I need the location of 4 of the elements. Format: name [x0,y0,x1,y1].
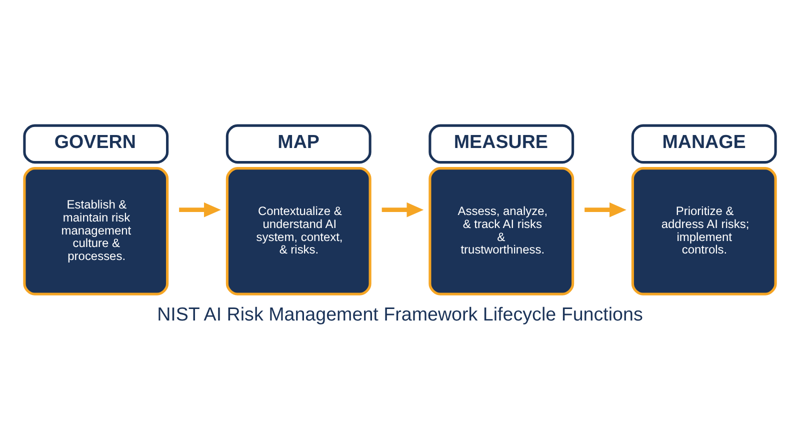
arrow [179,202,221,218]
arrow [382,202,424,218]
arrow [584,202,626,218]
caption: NIST AI Risk Management Framework Lifecycle Functions [157,304,643,325]
